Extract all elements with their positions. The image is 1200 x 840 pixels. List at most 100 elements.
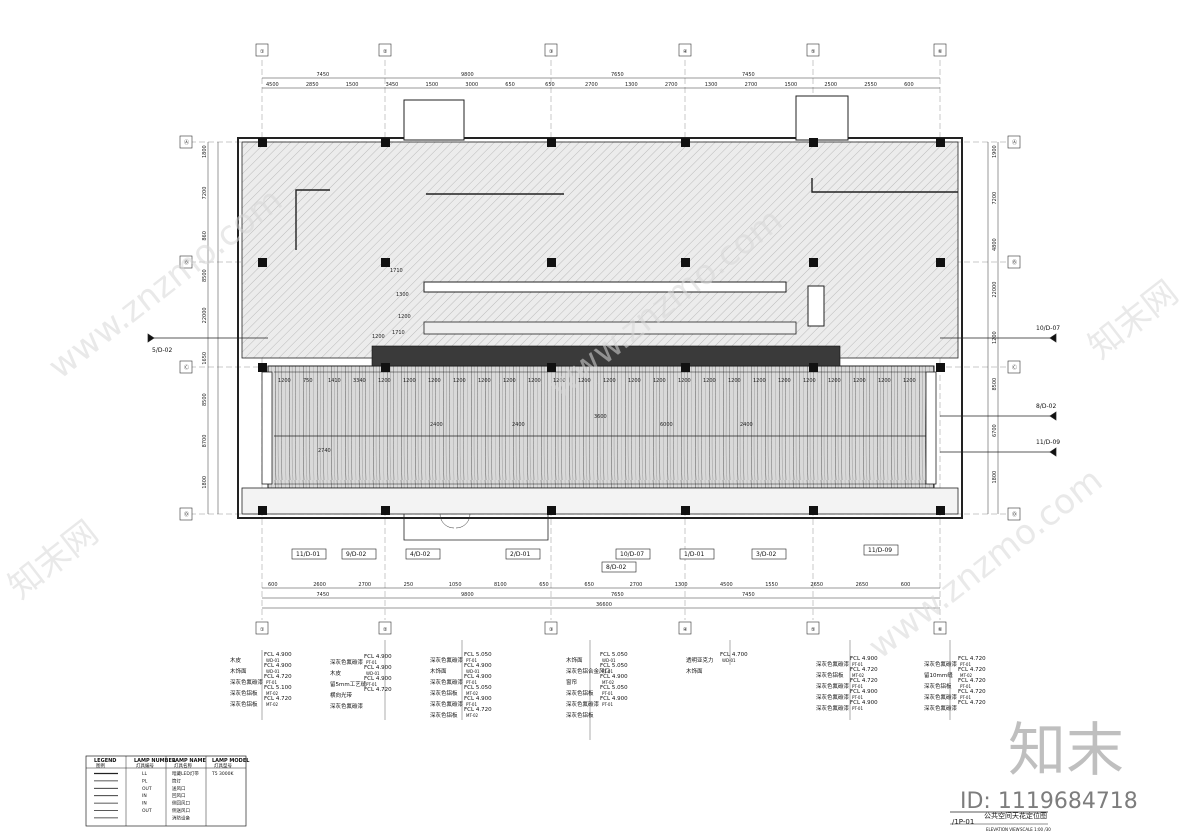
annot-code: PT-01 — [602, 702, 613, 707]
section-tag-box — [751, 548, 787, 560]
annot-item: 木皮 — [330, 669, 342, 677]
section-tag-bottom: 9/D-02 — [346, 551, 366, 558]
top-dim-minor: 2500 — [824, 82, 837, 88]
bottom-dim-minor: 2700 — [358, 582, 371, 588]
inner-dim: 1200 — [453, 378, 466, 384]
bottom-dim-major: 7450 — [317, 592, 330, 598]
bottom-dim-total: 36600 — [596, 602, 612, 608]
grid-bubbles-bottom — [255, 621, 947, 635]
annot-fcl: FCL 4.720 — [264, 674, 292, 680]
section-tag-box — [679, 548, 715, 560]
inner-dim: 1200 — [728, 378, 741, 384]
top-dim-major: 7450 — [742, 72, 755, 78]
annot-fcl: FCL 4.720 — [850, 678, 878, 684]
bottom-dim-minor: 600 — [268, 582, 278, 588]
inner-dim: 1200 — [278, 378, 291, 384]
legend-header-cn: 灯具名称 — [174, 762, 192, 769]
top-dim-minor: 2700 — [745, 82, 758, 88]
grid-label-bottom: ① — [260, 627, 265, 633]
inner-dim: 1200 — [503, 378, 516, 384]
inner-dim: 1200 — [403, 378, 416, 384]
inner-dim: 1710 — [390, 268, 403, 274]
grid-bubbles-top — [255, 43, 947, 57]
inner-dim: 1200 — [678, 378, 691, 384]
annot-code: PT-01 — [960, 662, 971, 667]
annot-fcl: FCL 4.700 — [720, 652, 748, 658]
annot-fcl: FCL 4.720 — [958, 678, 986, 684]
legend-header-cn: 图例 — [96, 762, 105, 769]
annot-item: 木饰面 — [230, 667, 247, 675]
annot-item: 深灰色氟碳漆 — [430, 656, 464, 664]
inner-dim: 2400 — [512, 422, 525, 428]
annot-code: MT-02 — [852, 673, 865, 678]
section-tag-left: 5/D-02 — [152, 347, 172, 354]
annot-fcl: FCL 4.900 — [264, 652, 292, 658]
bottom-dim-major: 7650 — [611, 592, 624, 598]
annot-item: 深灰色氟碳漆 — [816, 660, 850, 668]
inner-dim: 1200 — [653, 378, 666, 384]
right-dim: 6700 — [992, 424, 998, 437]
inner-dim: 1200 — [803, 378, 816, 384]
bottom-dim-minor: 600 — [901, 582, 911, 588]
bottom-dim-minor: 650 — [539, 582, 549, 588]
bottom-dim-minor: 1550 — [765, 582, 778, 588]
annot-code: WD-01 — [722, 658, 736, 663]
inner-dim: 3600 — [594, 414, 607, 420]
annot-item: 深灰色铝板 — [566, 711, 594, 719]
top-dim-major: 7450 — [317, 72, 330, 78]
section-tag-box — [601, 561, 637, 573]
annot-code: WD-01 — [266, 669, 280, 674]
grid-label-left: Ⓒ — [184, 364, 189, 371]
top-dim-minor: 600 — [904, 82, 914, 88]
annot-item: 深灰色氟碳漆 — [330, 658, 364, 666]
grid-bubbles-right — [1007, 135, 1021, 521]
annot-item: 深灰色氟碳漆 — [924, 660, 958, 668]
legend-lamp-name: 侧送风口 — [172, 807, 190, 814]
inner-dim: 1200 — [778, 378, 791, 384]
section-tag-bottom: 11/D-01 — [296, 551, 320, 558]
annot-fcl: FCL 4.720 — [850, 667, 878, 673]
top-dim-minor: 1500 — [346, 82, 359, 88]
top-dim-minor: 3000 — [465, 82, 478, 88]
inner-dim: 1200 — [528, 378, 541, 384]
section-tag-bottom: 3/D-02 — [756, 551, 776, 558]
top-dim-minor: 3450 — [386, 82, 399, 88]
annot-code: MT-02 — [602, 680, 615, 685]
inner-dim: 1410 — [328, 378, 341, 384]
annot-code: MT-02 — [960, 673, 973, 678]
bottom-dim-minor: 1050 — [449, 582, 462, 588]
grid-label-bottom: ② — [383, 627, 388, 633]
grid-label-top: ① — [260, 49, 265, 55]
bottom-dim-minor: 2700 — [630, 582, 643, 588]
top-dim-minor: 2700 — [665, 82, 678, 88]
top-dim-minor: 2700 — [585, 82, 598, 88]
annot-code: PT-01 — [960, 684, 971, 689]
bottom-dim-minor: 8100 — [494, 582, 507, 588]
annot-fcl: FCL 5.050 — [464, 652, 492, 658]
inner-dim: 3340 — [353, 378, 366, 384]
annot-item: 木饰面 — [430, 667, 447, 675]
grid-label-bottom: ⑤ — [811, 627, 815, 633]
left-dim: 8500 — [202, 269, 208, 282]
legend-lamp-number: LL — [142, 771, 148, 777]
section-tag-right: 10/D-07 — [1036, 325, 1060, 332]
annot-item: 深灰色铝板 — [230, 700, 258, 708]
annot-fcl: FCL 4.900 — [364, 654, 392, 660]
legend-lamp-number: OUT — [142, 808, 152, 814]
building-shell — [237, 95, 963, 541]
watermark-id: ID: 1119684718 — [960, 789, 1138, 814]
section-tag-bottom: 2/D-01 — [510, 551, 530, 558]
annot-item: 横向光带 — [330, 691, 353, 699]
annot-code: MT-02 — [266, 691, 279, 696]
annot-fcl: FCL 4.900 — [850, 700, 878, 706]
watermark-brand: 知末 — [1008, 716, 1124, 784]
section-tag-bottom: 10/D-07 — [620, 551, 644, 558]
annot-item: 窗帘 — [566, 678, 578, 686]
annot-fcl: FCL 4.900 — [850, 656, 878, 662]
left-dim: 7200 — [202, 187, 208, 200]
grid-label-bottom: ④ — [683, 627, 688, 633]
annot-fcl: FCL 4.900 — [464, 696, 492, 702]
inner-dim: 1200 — [878, 378, 891, 384]
grid-label-bottom: ⑥ — [938, 627, 943, 633]
